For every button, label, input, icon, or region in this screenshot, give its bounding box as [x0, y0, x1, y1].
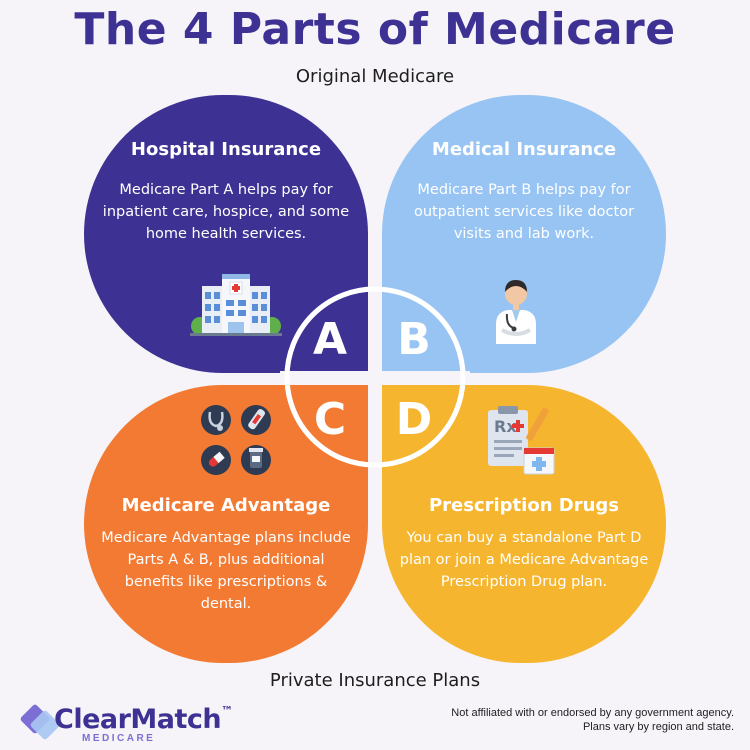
disclaimer-line-2: Plans vary by region and state. — [582, 721, 734, 733]
private-insurance-label: Private Insurance Plans — [269, 670, 481, 691]
part-a-letter: A — [313, 314, 347, 365]
original-medicare-label: Original Medicare — [295, 66, 455, 87]
medical-supplies-icon — [201, 405, 271, 475]
brand-name: ClearMatch™ — [54, 704, 233, 735]
part-b-heading: Medical Insurance — [431, 139, 617, 160]
part-b-letter: B — [397, 314, 431, 365]
part-c-letter: C — [314, 394, 346, 445]
part-c-heading: Medicare Advantage — [121, 495, 331, 516]
brand-trademark: ™ — [221, 704, 233, 718]
disclaimer-line-1: Not affiliated with or endorsed by any g… — [451, 707, 734, 719]
center-ring: A B C D — [280, 282, 470, 472]
svg-text:Rx: Rx — [494, 417, 517, 436]
part-b-petal: Medical Insurance Medicare Part B helps … — [382, 95, 666, 373]
part-c-petal: Medicare Advantage Medicare Advantage pl… — [84, 385, 368, 663]
part-c-description: Medicare Advantage plans include Parts A… — [101, 530, 351, 612]
prescription-icon: Rx — [488, 406, 555, 475]
brand-subtitle: MEDICARE — [82, 733, 156, 744]
page-title: The 4 Parts of Medicare — [74, 4, 676, 55]
doctor-icon — [496, 280, 536, 344]
part-d-letter: D — [396, 394, 433, 445]
part-d-heading: Prescription Drugs — [428, 495, 620, 516]
clearmatch-logo-icon — [20, 704, 60, 740]
part-d-description: You can buy a standalone Part D plan or … — [399, 530, 649, 590]
disclaimer: Not affiliated with or endorsed by any g… — [451, 706, 734, 734]
part-a-heading: Hospital Insurance — [130, 139, 322, 160]
hospital-icon — [190, 274, 282, 336]
part-a-description: Medicare Part A helps pay for inpatient … — [102, 182, 350, 242]
part-d-petal: Prescription Drugs You can buy a standal… — [382, 385, 666, 663]
part-b-description: Medicare Part B helps pay for outpatient… — [413, 182, 635, 242]
